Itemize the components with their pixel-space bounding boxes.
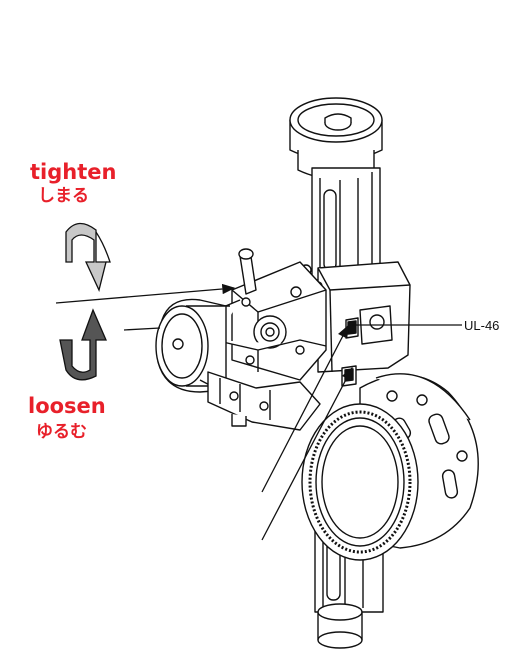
screw-pointer-line-1 bbox=[261, 324, 349, 493]
scope-ring bbox=[301, 403, 419, 561]
sight-illustration bbox=[155, 97, 479, 649]
tighten-pointer-line bbox=[55, 283, 236, 304]
loosen-label-ja: ゆるむ bbox=[36, 422, 87, 442]
tighten-label-ja: しまる bbox=[38, 186, 89, 206]
rotate-clockwise-arrow-icon bbox=[65, 222, 111, 292]
screw-pointer-line-2 bbox=[261, 366, 353, 541]
windage-housing bbox=[213, 261, 327, 381]
rotate-counterclockwise-arrow-icon bbox=[59, 308, 107, 381]
part-number-label: UL-46 bbox=[464, 318, 500, 333]
lever-pin bbox=[238, 248, 257, 295]
bottom-knob bbox=[317, 603, 363, 649]
leader-lines bbox=[55, 283, 462, 541]
loosen-pointer-line bbox=[123, 327, 161, 331]
loosen-label: loosen bbox=[28, 394, 106, 418]
lower-carriage bbox=[207, 371, 321, 431]
top-adjustment-knob bbox=[289, 97, 383, 180]
tighten-label: tighten bbox=[30, 160, 117, 184]
